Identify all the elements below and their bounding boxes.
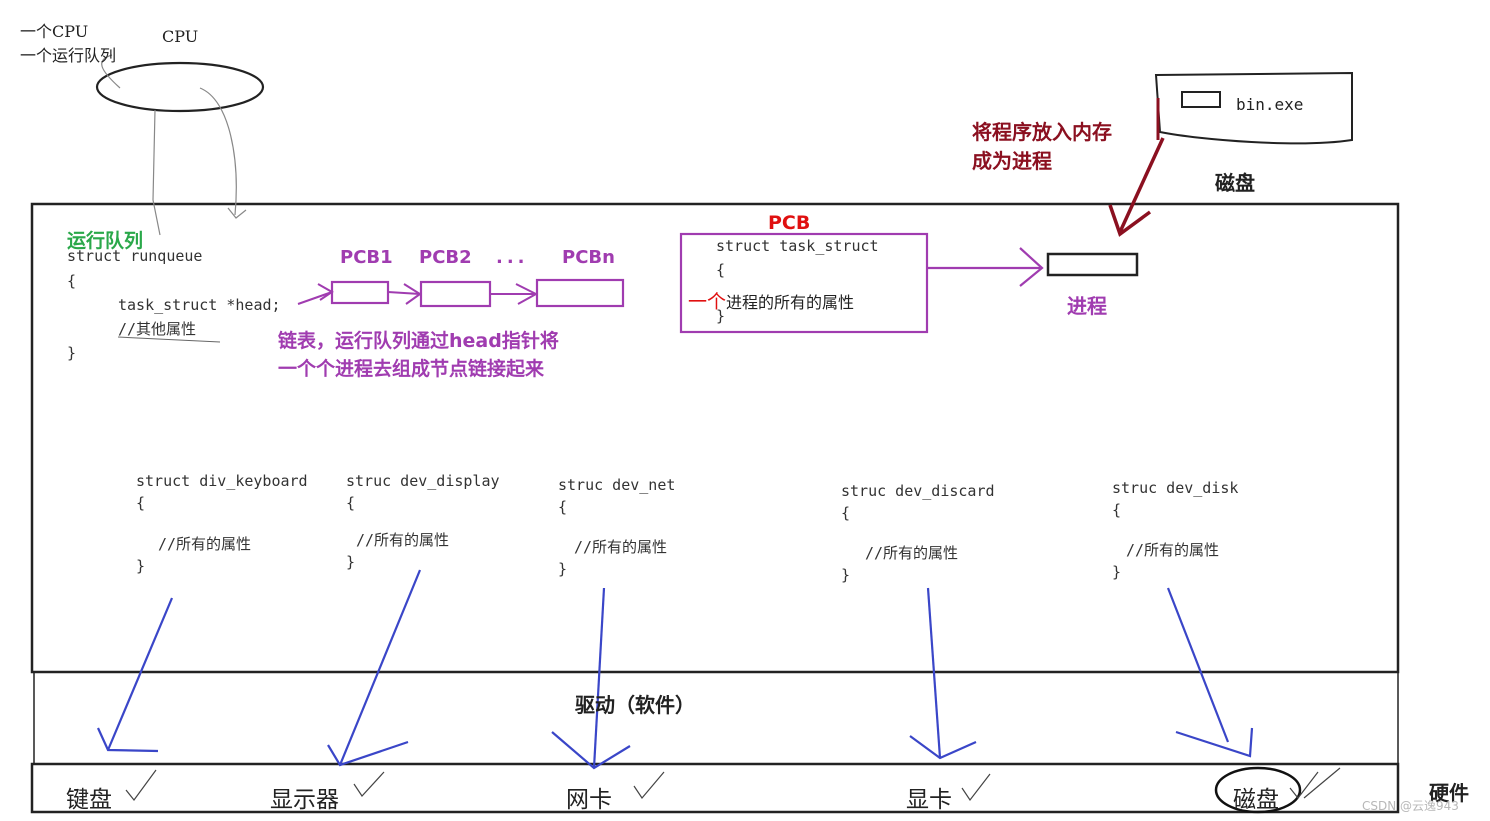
device-discard: struc dev_discard { //所有的属性 }: [841, 480, 995, 586]
pcb-list-label-2: PCB2: [419, 247, 472, 268]
pcb-list-caption-line2: 一个个进程去组成节点链接起来: [278, 358, 545, 380]
driver-label: 驱动（软件）: [575, 693, 695, 717]
device-discard-comment: //所有的属性: [865, 544, 959, 562]
bin-file-box: [1181, 91, 1221, 108]
device-net-decl: struc dev_net: [558, 476, 676, 494]
device-display-close: }: [346, 553, 356, 571]
runqueue-line3: task_struct *head;: [118, 296, 281, 314]
load-note-line2: 成为进程: [972, 149, 1052, 173]
device-display-open: {: [346, 494, 356, 512]
pcbn-node: [535, 278, 625, 308]
load-arrow: [1118, 137, 1165, 233]
cpu-note-line1: 一个CPU: [20, 22, 89, 41]
driver-arrows: [96, 569, 1254, 770]
bin-file-label: bin.exe: [1236, 95, 1304, 114]
device-disk-open: {: [1112, 501, 1122, 519]
load-note: 将程序放入内存 成为进程: [972, 118, 1112, 176]
device-disk-close: }: [1112, 563, 1122, 581]
device-discard-open: {: [841, 504, 851, 522]
disk-highlight: [1214, 766, 1302, 814]
cpu-label: CPU: [162, 27, 199, 46]
cpu-note: 一个CPU 一个运行队列: [20, 20, 116, 68]
device-net-close: }: [558, 560, 568, 578]
pcb-line1: struct task_struct: [716, 237, 879, 255]
load-note-line1: 将程序放入内存: [972, 120, 1112, 144]
process-box: [1046, 252, 1139, 277]
hardware-display: 显示器: [270, 787, 339, 813]
device-discard-decl: struc dev_discard: [841, 482, 995, 500]
driver-frame: [33, 671, 1399, 765]
device-net: struc dev_net { //所有的属性 }: [558, 474, 675, 580]
pcb-line4: }: [716, 307, 726, 325]
pcb-line3-prefix: 一个: [688, 291, 727, 313]
pcb-line2: {: [716, 261, 726, 279]
runqueue-title: 运行队列: [67, 230, 144, 252]
check-marks: [125, 767, 1341, 802]
pcb-list-label-1: PCB1: [340, 247, 393, 268]
runqueue-line4: //其他属性: [118, 320, 197, 338]
disk-shape: [1154, 71, 1353, 145]
device-disk-comment: //所有的属性: [1126, 541, 1220, 559]
device-display: struc dev_display { //所有的属性 }: [346, 470, 500, 573]
pcb-list-label-ellipsis: ...: [496, 247, 529, 268]
pcb-list-caption: 链表，运行队列通过head指针将 一个个进程去组成节点链接起来: [278, 327, 559, 383]
cpu-ellipse: [95, 61, 265, 113]
pcb-list-caption-line1: 链表，运行队列通过head指针将: [278, 330, 559, 352]
pcb-line3: 一个进程的所有的属性: [688, 287, 854, 314]
hardware-graphics-card: 显卡: [906, 787, 952, 813]
os-frame: [30, 202, 1400, 674]
pcb2-node: [419, 280, 492, 308]
hardware-keyboard: 键盘: [66, 787, 112, 813]
device-display-comment: //所有的属性: [356, 531, 450, 549]
device-disk: struc dev_disk { //所有的属性 }: [1112, 477, 1238, 583]
device-discard-close: }: [841, 566, 851, 584]
pcb1-node: [330, 280, 390, 305]
pcb-line3-text: 进程的所有的属性: [726, 293, 855, 312]
pcb-list-label-n: PCBn: [562, 247, 615, 268]
device-keyboard-comment: //所有的属性: [158, 535, 252, 553]
disk-top-label: 磁盘: [1215, 171, 1255, 195]
hardware-net-card: 网卡: [566, 787, 612, 813]
cpu-note-line2: 一个运行队列: [20, 46, 117, 65]
device-net-comment: //所有的属性: [574, 538, 668, 556]
pcb-title: PCB: [768, 212, 811, 234]
pcb-box: [679, 232, 929, 334]
runqueue-line2: {: [67, 272, 77, 290]
hardware-disk: 磁盘: [1233, 787, 1279, 813]
runqueue-line1: struct runqueue: [67, 247, 203, 265]
device-display-decl: struc dev_display: [346, 472, 500, 490]
device-net-open: {: [558, 498, 568, 516]
device-disk-decl: struc dev_disk: [1112, 479, 1239, 497]
hardware-frame: [30, 762, 1400, 814]
watermark: CSDN @云逸943: [1362, 799, 1459, 813]
device-keyboard-decl: struct div_keyboard: [136, 472, 308, 490]
hardware-label: 硬件: [1429, 781, 1469, 805]
device-keyboard-open: {: [136, 494, 146, 512]
process-label: 进程: [1067, 294, 1107, 318]
runqueue-line5: }: [67, 344, 77, 362]
device-keyboard-close: }: [136, 557, 146, 575]
device-keyboard: struct div_keyboard { //所有的属性 }: [136, 470, 308, 577]
